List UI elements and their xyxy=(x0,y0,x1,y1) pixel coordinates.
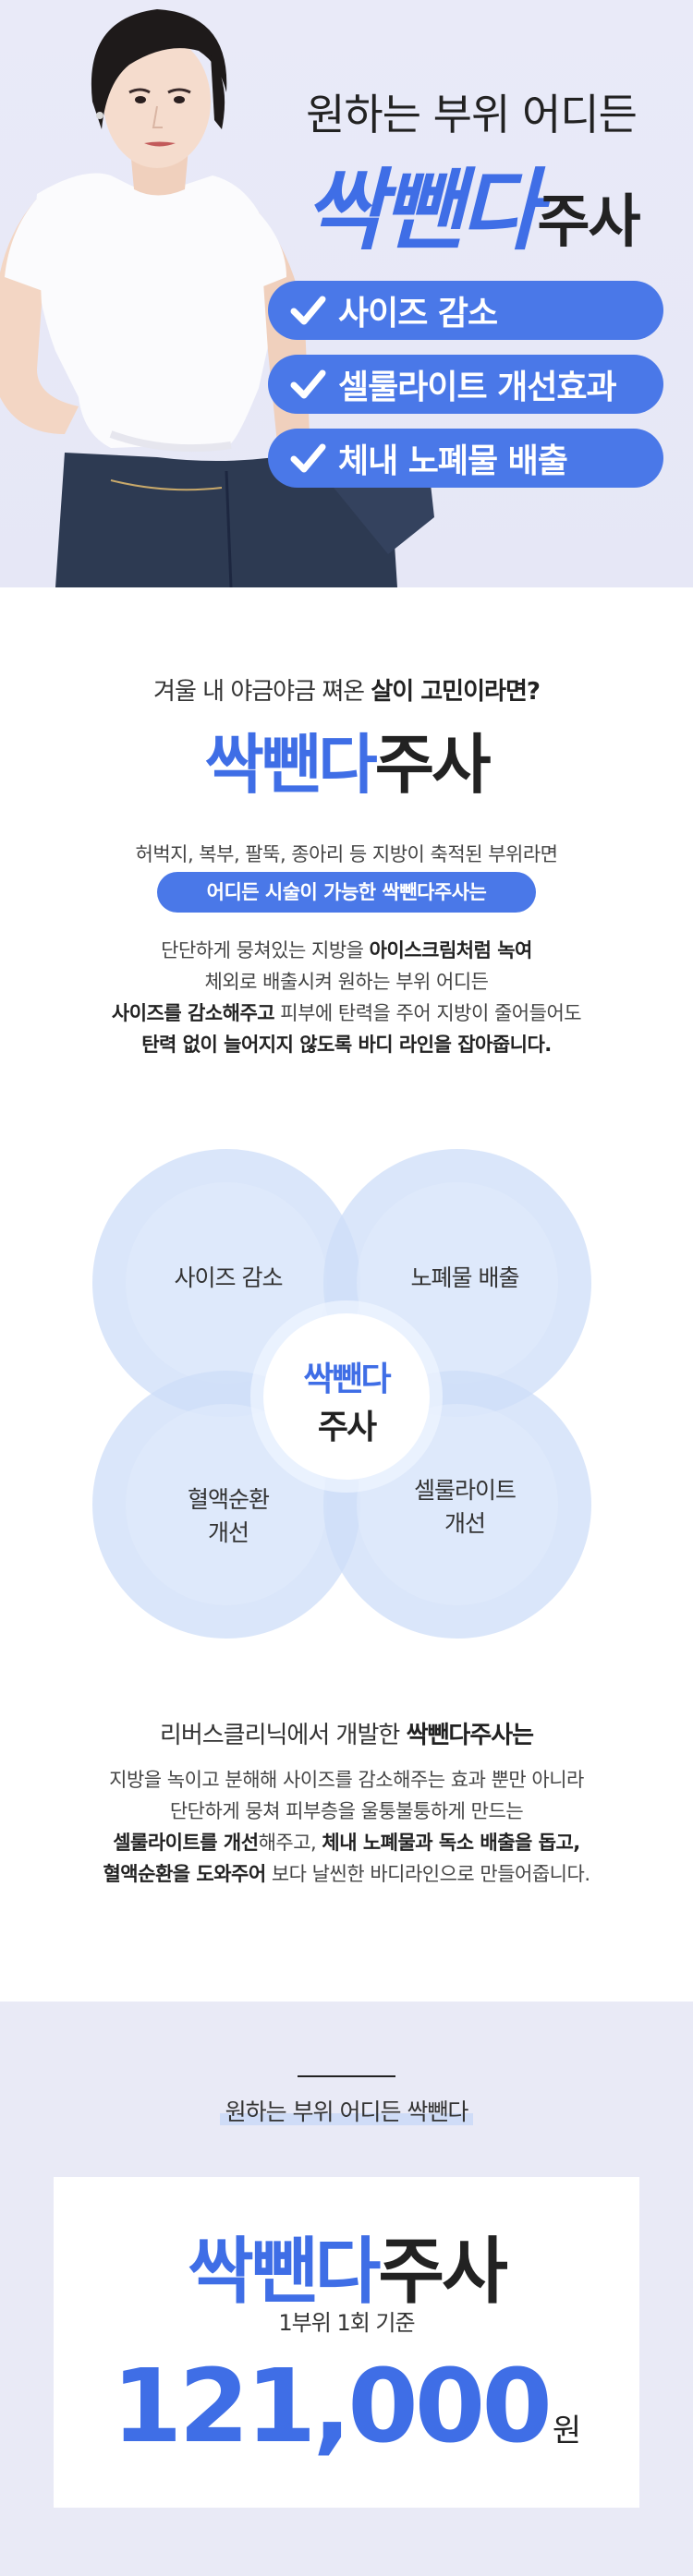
intro-question: 겨울 내 야금야금 쪄온 살이 고민이라면? xyxy=(153,678,541,706)
benefit-pill-cellulite: 셀룰라이트 개선효과 xyxy=(268,355,663,414)
benefit-label: 체내 노폐물 배출 xyxy=(338,442,568,480)
brand-blue: 싹뺀다 xyxy=(204,727,377,803)
divider xyxy=(298,2075,395,2077)
hero-banner: 원하는 부위 어디든 싹뺀다주사 사이즈 감소 셀룰라이트 개선효과 체내 노폐… xyxy=(0,0,693,587)
hero-subtitle: 원하는 부위 어디든 xyxy=(306,90,638,139)
hero-brand-blue: 싹뺀다 xyxy=(303,159,541,262)
price-tagline: 원하는 부위 어디든 싹뺀다 xyxy=(194,2092,499,2133)
effect-label-waste: 노폐물 배출 xyxy=(410,1264,520,1291)
brand-dark: 주사 xyxy=(374,727,492,803)
checkmark-icon xyxy=(290,443,326,473)
developed-title: 리버스클리닉에서 개발한 싹뺀다주사는 xyxy=(159,1722,534,1749)
hero-brand-dark: 주사 xyxy=(537,187,640,255)
benefit-label: 사이즈 감소 xyxy=(338,295,498,333)
checkmark-icon xyxy=(290,296,326,325)
price-brand-title: 싹뺀다주사 xyxy=(188,2231,508,2314)
price-unit: 1부위 1회 기준 xyxy=(278,2310,415,2336)
benefit-pill-waste: 체내 노폐물 배출 xyxy=(268,429,663,488)
benefit-pill-size: 사이즈 감소 xyxy=(268,281,663,340)
developed-paragraph: 지방을 녹이고 분해해 사이즈를 감소해주는 효과 뿐만 아니라 단단하게 뭉쳐… xyxy=(103,1769,590,1885)
benefit-label: 셀룰라이트 개선효과 xyxy=(338,369,617,406)
model-photo xyxy=(0,9,434,587)
checkmark-icon xyxy=(290,369,326,399)
center-brand-circle: 싹뺀다 주사 xyxy=(263,1313,430,1480)
intro-paragraph: 단단하게 뭉쳐있는 지방을 아이스크림처럼 녹여 체외로 배출시켜 원하는 부위… xyxy=(111,939,582,1056)
effect-label-size: 사이즈 감소 xyxy=(174,1264,284,1291)
hero-brand-title: 싹뺀다주사 xyxy=(268,139,675,262)
highlight-pill: 어디든 시술이 가능한 싹뺀다주사는 xyxy=(157,872,536,913)
intro-brand-title: 싹뺀다주사 xyxy=(0,713,693,806)
intro-line: 허벅지, 복부, 팔뚝, 종아리 등 지방이 축적된 부위라면 xyxy=(135,843,558,865)
